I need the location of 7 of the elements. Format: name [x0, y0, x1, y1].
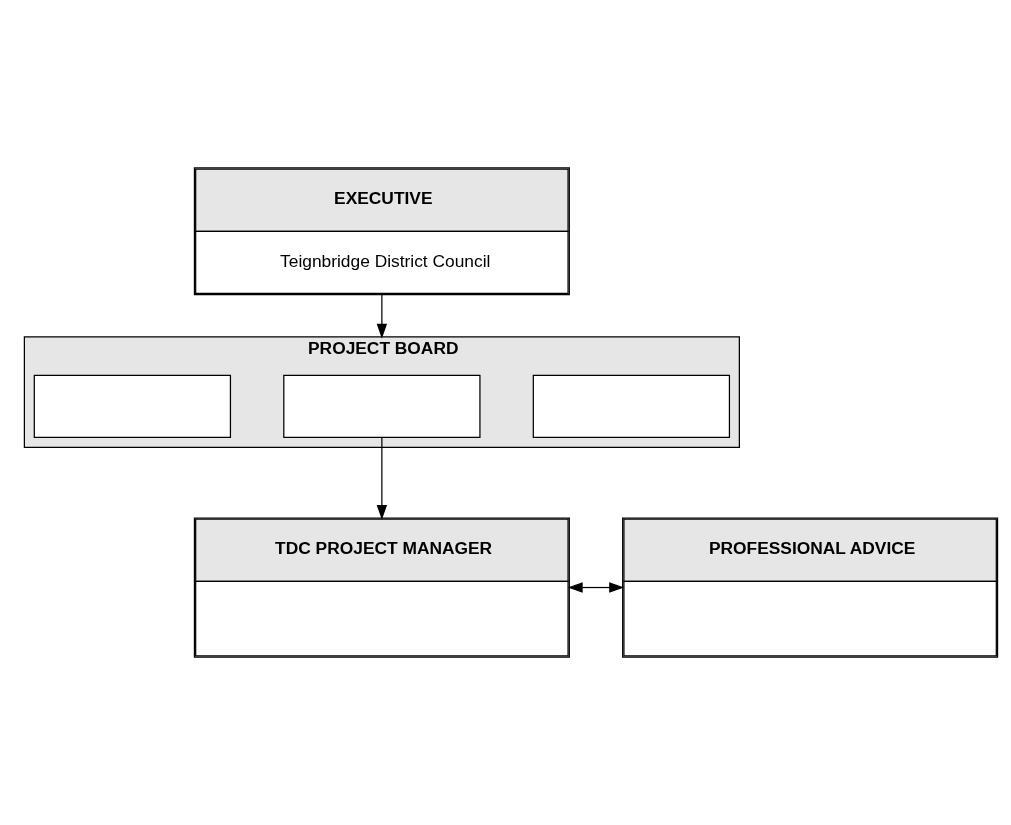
node-box [532, 374, 730, 438]
arrow [376, 294, 387, 339]
cluster: PROJECT BOARD [23, 336, 740, 448]
node-box [282, 374, 481, 438]
node-box [33, 374, 231, 438]
arrow [376, 436, 387, 520]
arrow [567, 582, 624, 593]
